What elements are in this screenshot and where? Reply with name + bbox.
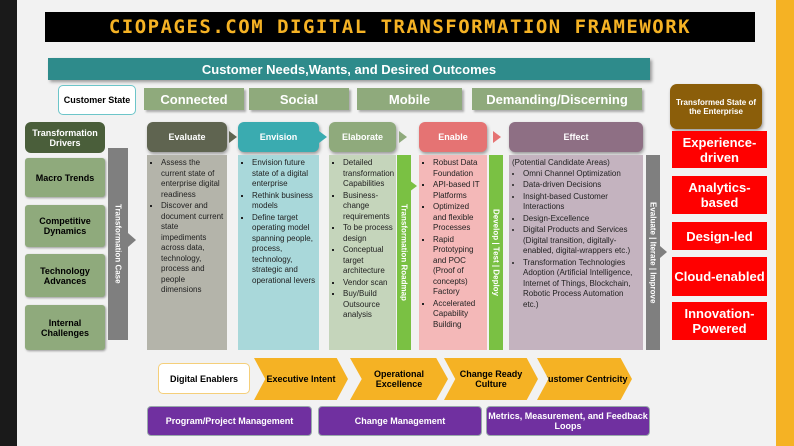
foundation-program-management: Program/Project Management bbox=[147, 406, 312, 436]
phase-elaborate-header: Elaborate bbox=[329, 122, 396, 152]
foundation-change-management: Change Management bbox=[318, 406, 482, 436]
arrow-right-icon bbox=[660, 246, 667, 258]
phase-envision-body: Envision future state of a digital enter… bbox=[238, 155, 319, 350]
develop-test-deploy-bar: Develop | Test | Deploy bbox=[489, 155, 503, 350]
bullet: Discover and document current state impe… bbox=[161, 201, 224, 296]
bullet: Rapid Prototyping and POC (Proof of conc… bbox=[433, 235, 484, 298]
bullet: Define target operating model spanning p… bbox=[252, 213, 316, 287]
phase-evaluate-body: Assess the current state of enterprise d… bbox=[147, 155, 227, 350]
bullet: Design-Excellence bbox=[523, 214, 640, 225]
foundation-metrics: Metrics, Measurement, and Feedback Loops bbox=[486, 406, 650, 436]
enabler-operational-excellence: Operational Excellence bbox=[350, 358, 448, 400]
bullet: Business-change requirements bbox=[343, 191, 393, 223]
bullet: Data-driven Decisions bbox=[523, 180, 640, 191]
transformation-roadmap-bar: Transformation Roadmap bbox=[397, 155, 411, 350]
right-border bbox=[776, 0, 794, 446]
state-demanding: Demanding/Discerning bbox=[472, 88, 642, 110]
digital-enablers-label: Digital Enablers bbox=[158, 363, 250, 394]
evaluate-iterate-improve-bar: Evaluate | Iterate | Improve bbox=[646, 155, 660, 350]
driver-macro-trends: Macro Trends bbox=[25, 158, 105, 197]
phase-elaborate-body: Detailed transformation Capabilities Bus… bbox=[329, 155, 396, 350]
transformation-case-bar: Transformation Case bbox=[108, 148, 128, 340]
drivers-header: Transformation Drivers bbox=[25, 122, 105, 153]
state-connected: Connected bbox=[144, 88, 244, 110]
bullet: API-based IT Platforms bbox=[433, 180, 484, 201]
enabler-change-ready-culture: Change Ready Culture bbox=[444, 358, 538, 400]
outcome-cloud-enabled: Cloud-enabled bbox=[672, 257, 767, 296]
phase-evaluate-header: Evaluate bbox=[147, 122, 227, 152]
outcome-experience-driven: Experience-driven bbox=[672, 131, 767, 168]
bullet: Robust Data Foundation bbox=[433, 158, 484, 179]
bullet: Transformation Technologies Adoption (Ar… bbox=[523, 258, 640, 311]
bullet: Accelerated Capability Building bbox=[433, 299, 484, 331]
transformed-state-header: Transformed State of the Enterprise bbox=[670, 84, 762, 129]
outcome-design-led: Design-led bbox=[672, 222, 767, 250]
bullet: Envision future state of a digital enter… bbox=[252, 158, 316, 190]
customer-needs-banner: Customer Needs,Wants, and Desired Outcom… bbox=[48, 58, 650, 80]
bullet: Buy/Build Outsource analysis bbox=[343, 289, 393, 321]
state-social: Social bbox=[249, 88, 349, 110]
arrow-right-icon bbox=[409, 180, 417, 192]
bullet: Insight-based Customer Interactions bbox=[523, 192, 640, 213]
bullet: To be process design bbox=[343, 223, 393, 244]
bullet: Optimized and flexible Processes bbox=[433, 202, 484, 234]
customer-state-label: Customer State bbox=[58, 85, 136, 115]
phase-enable-header: Enable bbox=[419, 122, 487, 152]
arrow-right-icon bbox=[128, 233, 136, 247]
page-title: CIOPAGES.COM DIGITAL TRANSFORMATION FRAM… bbox=[45, 12, 755, 42]
phase-enable-body: Robust Data Foundation API-based IT Plat… bbox=[419, 155, 487, 350]
state-mobile: Mobile bbox=[357, 88, 462, 110]
outcome-analytics-based: Analytics-based bbox=[672, 176, 767, 214]
bullet: Detailed transformation Capabilities bbox=[343, 158, 394, 190]
arrow-right-icon bbox=[493, 131, 501, 143]
enabler-customer-centricity: Customer Centricity bbox=[537, 358, 632, 400]
phase-effect-header: Effect bbox=[509, 122, 643, 152]
arrow-right-icon bbox=[319, 131, 327, 143]
arrow-right-icon bbox=[399, 131, 407, 143]
driver-competitive-dynamics: Competitive Dynamics bbox=[25, 205, 105, 247]
driver-technology-advances: Technology Advances bbox=[25, 254, 105, 297]
bullet: Rethink business models bbox=[252, 191, 316, 212]
bullet: Conceptual target architecture bbox=[343, 245, 393, 277]
phase-envision-header: Envision bbox=[238, 122, 319, 152]
left-border bbox=[0, 0, 17, 446]
driver-internal-challenges: Internal Challenges bbox=[25, 305, 105, 350]
bullet: Vendor scan bbox=[343, 278, 393, 289]
enabler-executive-intent: Executive Intent bbox=[254, 358, 348, 400]
bullet: Digital Products and Services (Digital t… bbox=[523, 225, 640, 257]
bullet: Omni Channel Optimization bbox=[523, 169, 640, 180]
bullet: Assess the current state of enterprise d… bbox=[161, 158, 224, 200]
phase-effect-body: (Potential Candidate Areas) Omni Channel… bbox=[509, 155, 643, 350]
effect-intro: (Potential Candidate Areas) bbox=[512, 158, 610, 167]
outcome-innovation-powered: Innovation-Powered bbox=[672, 302, 767, 340]
arrow-right-icon bbox=[229, 131, 237, 143]
